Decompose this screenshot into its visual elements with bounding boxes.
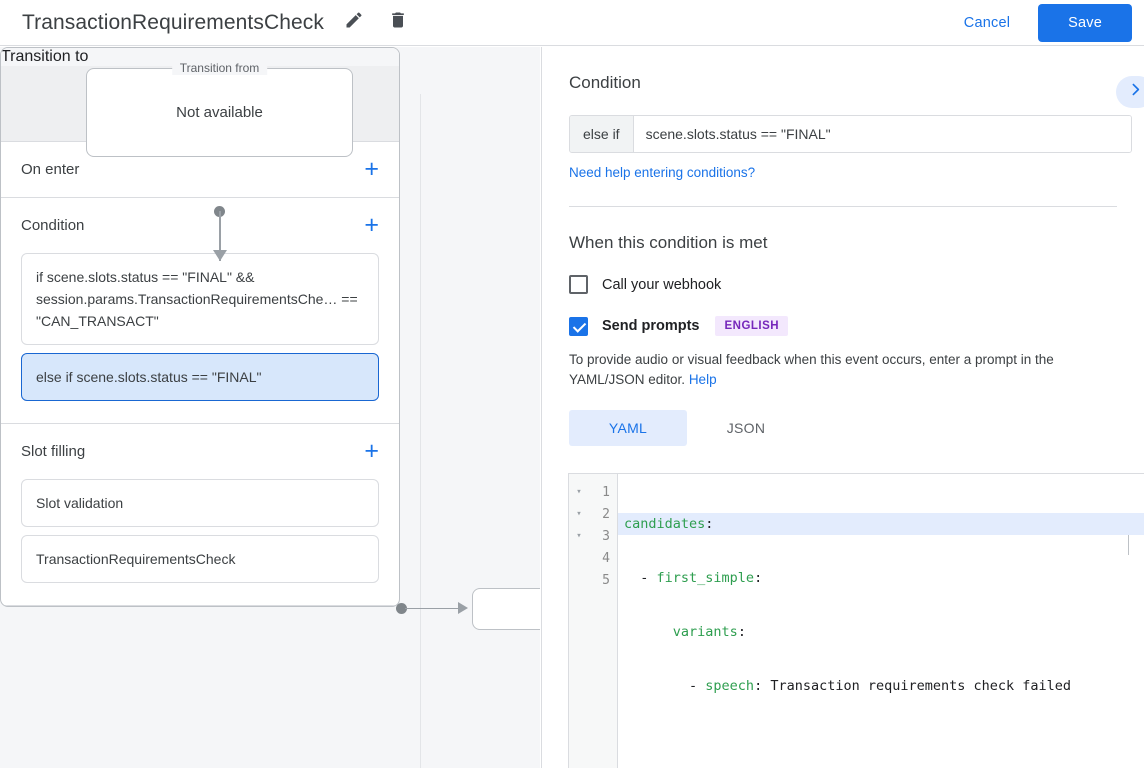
transition-from-value: Not available — [176, 104, 263, 121]
fold-toggle-icon[interactable]: ▾ — [576, 531, 582, 541]
editor-text-cursor — [1128, 535, 1129, 555]
code-line[interactable]: candidates: — [618, 513, 1144, 535]
gutter-row: ▾ 3 — [569, 525, 617, 547]
code-key: candidates — [624, 516, 706, 532]
target-node-card[interactable] — [472, 588, 540, 630]
edge-source-dot — [396, 603, 407, 614]
section-slot-filling-body: Slot validation TransactionRequirementsC… — [21, 479, 379, 605]
gutter-row: 4 — [569, 547, 617, 569]
section-condition-header: Condition + — [21, 198, 379, 253]
editor-code-area[interactable]: candidates: - first_simple: variants: - … — [618, 474, 1144, 768]
section-slot-filling-title: Slot filling — [21, 443, 86, 460]
edge-arrow-icon — [458, 602, 468, 614]
condition-prefix-label: else if — [570, 116, 634, 152]
transition-to-legend: Transition to — [1, 48, 399, 66]
code-line[interactable]: - first_simple: — [618, 567, 1144, 589]
condition-list-item[interactable]: if scene.slots.status == "FINAL" && sess… — [21, 253, 379, 345]
pencil-icon — [344, 10, 364, 35]
section-on-enter: On enter + — [1, 142, 399, 198]
section-condition-body: if scene.slots.status == "FINAL" && sess… — [21, 253, 379, 423]
add-on-enter-button[interactable]: + — [364, 155, 379, 183]
send-prompts-label: Send prompts — [602, 318, 700, 334]
code-value: : — [705, 516, 714, 532]
slot-list-item[interactable]: TransactionRequirementsCheck — [21, 535, 379, 583]
condition-met-section: When this condition is met Call your web… — [542, 207, 1144, 446]
yaml-editor[interactable]: ▾ 1 ▾ 2 ▾ 3 4 5 candidates: - first_simp… — [568, 473, 1144, 768]
section-on-enter-header: On enter + — [21, 142, 379, 197]
call-webhook-checkbox[interactable] — [569, 275, 588, 294]
chevron-right-icon — [1127, 81, 1144, 103]
gutter-row: 5 — [569, 569, 617, 591]
edit-title-button[interactable] — [340, 9, 368, 37]
graph-pane: Transition from Not available Transition… — [0, 47, 540, 768]
code-indent: - — [624, 678, 706, 694]
code-line[interactable] — [618, 729, 1144, 751]
condition-input-row: else if — [569, 115, 1132, 153]
connector-arrow-icon — [213, 250, 227, 261]
section-condition-title: Condition — [21, 217, 85, 234]
trash-icon — [388, 10, 408, 35]
code-indent — [624, 624, 673, 640]
line-number: 3 — [602, 528, 610, 544]
add-condition-button[interactable]: + — [364, 211, 379, 239]
code-value: : Transaction requirements check failed — [754, 678, 1072, 694]
transition-from-card: Transition from Not available — [86, 61, 353, 157]
code-line[interactable]: - speech: Transaction requirements check… — [618, 675, 1144, 697]
top-bar-actions: Cancel Save — [950, 3, 1144, 42]
section-slot-filling-header: Slot filling + — [21, 424, 379, 479]
condition-list-item-selected[interactable]: else if scene.slots.status == "FINAL" — [21, 353, 379, 401]
tab-yaml[interactable]: YAML — [569, 410, 687, 446]
gutter-row: ▾ 1 — [569, 481, 617, 503]
page-title: TransactionRequirementsCheck — [22, 10, 324, 34]
code-key: speech — [705, 678, 755, 694]
condition-met-heading: When this condition is met — [569, 233, 768, 252]
code-key: variants — [672, 624, 738, 640]
cancel-button[interactable]: Cancel — [950, 6, 1024, 40]
fold-toggle-icon[interactable]: ▾ — [576, 487, 582, 497]
delete-button[interactable] — [384, 9, 412, 37]
transition-from-legend: Transition from — [171, 61, 268, 75]
edge-line — [405, 607, 465, 609]
send-prompts-row[interactable]: Send prompts ENGLISH — [569, 316, 1117, 336]
graph-guide-line — [420, 94, 421, 768]
fold-toggle-icon[interactable]: ▾ — [576, 509, 582, 519]
condition-help-link[interactable]: Need help entering conditions? — [569, 165, 756, 180]
prompts-description-text: To provide audio or visual feedback when… — [569, 352, 1054, 387]
code-value: : — [737, 624, 746, 640]
line-number: 4 — [602, 550, 610, 566]
tab-json[interactable]: JSON — [726, 420, 766, 436]
editor-format-tabs: YAML JSON — [569, 410, 1117, 446]
section-condition: Condition + if scene.slots.status == "FI… — [1, 198, 399, 424]
code-value: : — [754, 570, 763, 586]
add-slot-button[interactable]: + — [364, 437, 379, 465]
top-bar: TransactionRequirementsCheck Cancel Save — [0, 0, 1144, 46]
section-divider — [569, 206, 1117, 207]
language-badge: ENGLISH — [715, 316, 789, 336]
slot-list-item[interactable]: Slot validation — [21, 479, 379, 527]
gutter-row: ▾ 2 — [569, 503, 617, 525]
webhook-row[interactable]: Call your webhook — [569, 275, 1117, 294]
send-prompts-checkbox[interactable] — [569, 316, 588, 336]
condition-editor-section: Condition else if Need help entering con… — [542, 47, 1144, 207]
line-number: 2 — [602, 506, 610, 522]
prompts-help-link[interactable]: Help — [688, 372, 717, 387]
save-button[interactable]: Save — [1038, 3, 1132, 42]
condition-input[interactable] — [633, 116, 1131, 152]
section-slot-filling: Slot filling + Slot validation Transacti… — [1, 424, 399, 606]
call-webhook-label: Call your webhook — [602, 276, 722, 293]
code-key: first_simple — [656, 570, 755, 586]
code-line[interactable]: variants: — [618, 621, 1144, 643]
connector-line — [219, 211, 221, 261]
line-number: 1 — [602, 484, 610, 500]
prompts-description: To provide audio or visual feedback when… — [569, 350, 1129, 390]
expand-panel-button[interactable] — [1116, 76, 1144, 108]
section-on-enter-title: On enter — [21, 161, 80, 178]
condition-heading: Condition — [569, 73, 641, 92]
editor-gutter: ▾ 1 ▾ 2 ▾ 3 4 5 — [569, 474, 618, 768]
line-number: 5 — [602, 572, 610, 588]
code-indent: - — [624, 570, 657, 586]
